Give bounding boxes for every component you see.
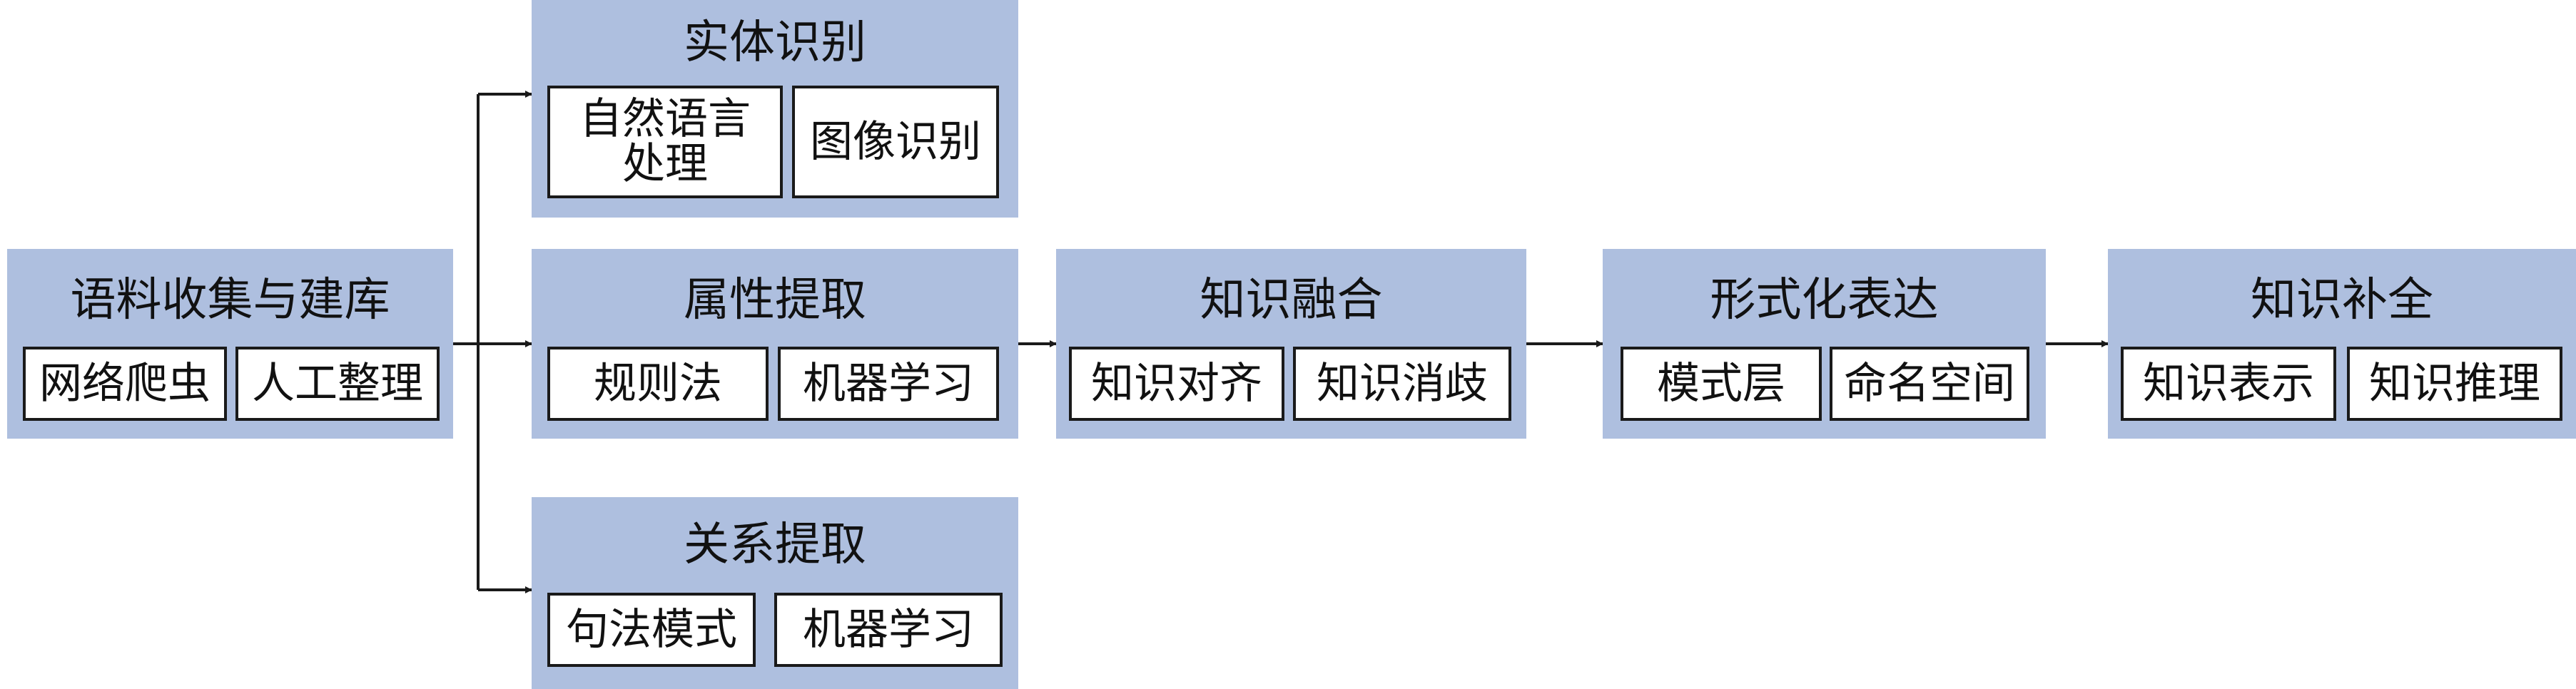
item-web-crawler: 网络爬虫: [23, 347, 227, 421]
item-nlp: 自然语言 处理: [547, 86, 783, 198]
group-title: 知识补全: [2251, 274, 2433, 327]
group-title: 实体识别: [684, 16, 866, 69]
group-entity-recognition: 实体识别 自然语言 处理 图像识别: [532, 0, 1018, 218]
group-title: 语料收集与建库: [70, 274, 390, 327]
group-title: 知识融合: [1200, 274, 1383, 327]
group-knowledge-fusion: 知识融合 知识对齐 知识消歧: [1056, 249, 1526, 439]
group-corpus: 语料收集与建库 网络爬虫 人工整理: [7, 249, 453, 439]
connector-arrows: [453, 91, 2109, 593]
item-manual-curation: 人工整理: [235, 347, 440, 421]
item-namespace: 命名空间: [1830, 347, 2029, 421]
item-schema-layer: 模式层: [1621, 347, 1822, 421]
item-rule-method: 规则法: [547, 347, 769, 421]
item-syntactic-pattern: 句法模式: [547, 593, 756, 667]
group-title: 属性提取: [684, 274, 866, 327]
group-relation-extraction: 关系提取 句法模式 机器学习: [532, 497, 1018, 689]
item-image-recognition: 图像识别: [792, 86, 999, 198]
group-attribute-extraction: 属性提取 规则法 机器学习: [532, 249, 1018, 439]
group-title: 关系提取: [684, 519, 866, 571]
item-knowledge-representation: 知识表示: [2121, 347, 2336, 421]
item-machine-learning: 机器学习: [778, 347, 999, 421]
item-knowledge-disambiguation: 知识消歧: [1293, 347, 1511, 421]
group-title: 形式化表达: [1710, 274, 1939, 327]
group-formal-representation: 形式化表达 模式层 命名空间: [1603, 249, 2046, 439]
item-machine-learning: 机器学习: [774, 593, 1003, 667]
knowledge-graph-flow-diagram: 语料收集与建库 网络爬虫 人工整理 实体识别 自然语言 处理 图像识别 属性提取…: [7, 0, 2576, 689]
group-knowledge-completion: 知识补全 知识表示 知识推理: [2108, 249, 2576, 439]
item-knowledge-reasoning: 知识推理: [2347, 347, 2562, 421]
item-knowledge-alignment: 知识对齐: [1069, 347, 1284, 421]
